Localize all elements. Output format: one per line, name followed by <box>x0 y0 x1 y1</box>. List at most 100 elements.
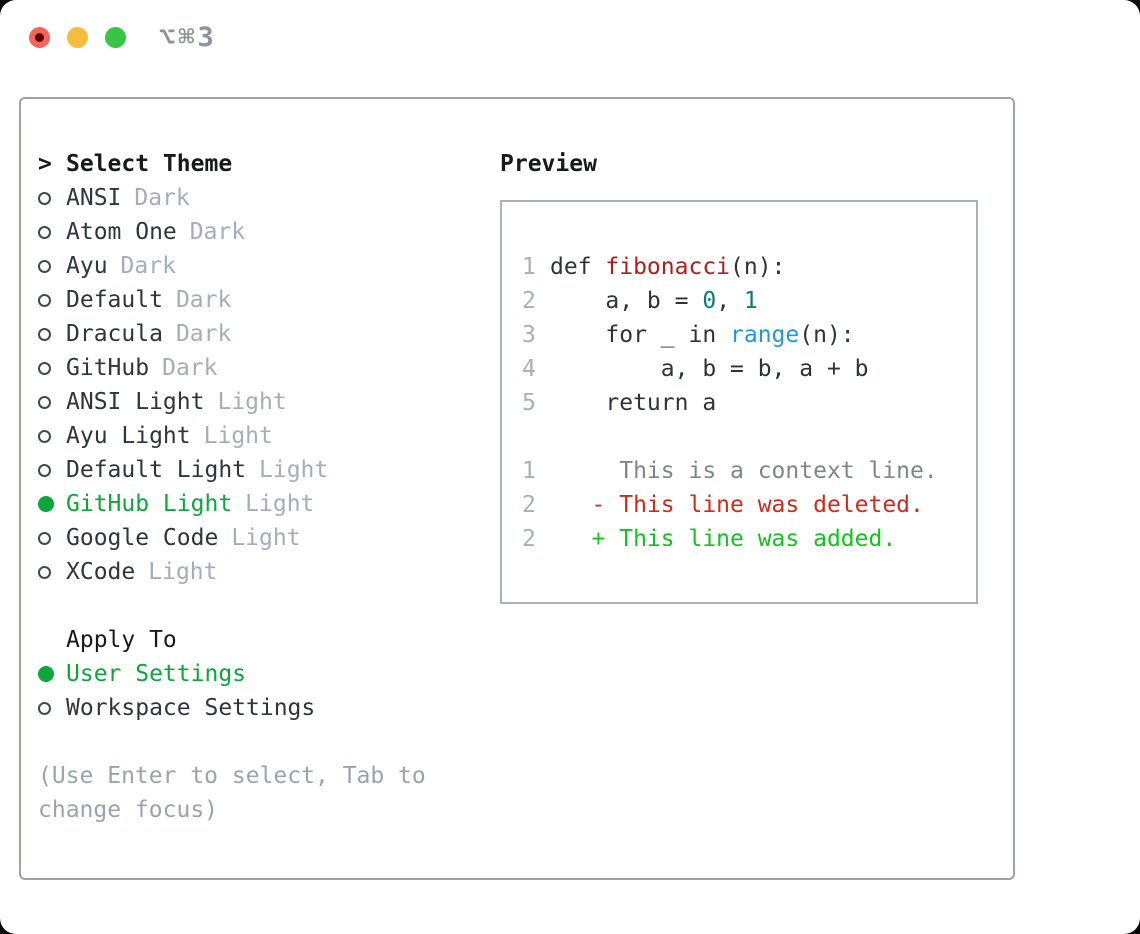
minimize-button[interactable] <box>67 26 88 48</box>
window-title: ⌥⌘3 <box>159 21 217 53</box>
traffic-lights <box>29 26 126 48</box>
radio-cell <box>38 225 66 239</box>
line-number: 4 <box>522 356 536 382</box>
line-number: 5 <box>522 390 536 416</box>
apply-to-header: Apply To <box>66 627 177 653</box>
theme-option[interactable]: Default Light Light <box>38 453 500 487</box>
line-number: 1 <box>522 458 536 484</box>
theme-option-label: GitHub <box>66 355 150 381</box>
code-line: 4 a, b = b, a + b <box>522 352 976 386</box>
radio-icon <box>38 361 51 375</box>
select-theme-header: > Select Theme <box>38 147 500 181</box>
theme-option-label: ANSI Light <box>66 389 205 415</box>
radio-cell <box>38 259 66 273</box>
radio-cell <box>38 531 66 545</box>
theme-variant-tag: Dark <box>175 287 232 313</box>
code-text: def fibonacci(n): <box>550 254 786 280</box>
radio-cell <box>38 191 66 205</box>
radio-cell <box>38 666 66 682</box>
theme-option[interactable]: Atom One Dark <box>38 215 500 249</box>
theme-option-label: ANSI <box>66 185 122 211</box>
theme-option[interactable]: ANSI Light Light <box>38 385 500 419</box>
diff-line-deleted: 2 - This line was deleted. <box>522 488 976 522</box>
radio-selected-icon <box>38 496 54 512</box>
diff-line-added: 2 + This line was added. <box>522 522 976 556</box>
theme-option-label: Default Light <box>66 457 247 483</box>
diff-preview: 1 This is a context line.2 - This line w… <box>522 454 976 556</box>
theme-variant-tag: Light <box>231 525 301 551</box>
radio-icon <box>38 701 51 715</box>
theme-variant-tag: Dark <box>189 219 246 245</box>
theme-option[interactable]: ANSI Dark <box>38 181 500 215</box>
focus-prompt-icon: > <box>38 151 52 177</box>
close-dot-icon <box>35 32 44 42</box>
theme-option[interactable]: Default Dark <box>38 283 500 317</box>
theme-option[interactable]: GitHub Dark <box>38 351 500 385</box>
theme-option-label: Ayu <box>66 253 108 279</box>
theme-variant-tag: Dark <box>175 321 232 347</box>
apply-to-option-label: User Settings <box>66 661 247 687</box>
theme-option-label: GitHub Light <box>66 491 233 517</box>
radio-icon <box>38 259 51 273</box>
theme-option-label: Atom One <box>66 219 177 245</box>
apply-to-option-label: Workspace Settings <box>66 695 316 721</box>
radio-icon <box>38 395 51 409</box>
radio-icon <box>38 327 51 341</box>
code-line: 3 for _ in range(n): <box>522 318 976 352</box>
titlebar: ⌥⌘3 <box>0 0 1140 74</box>
zoom-button[interactable] <box>105 26 126 48</box>
theme-variant-tag: Dark <box>134 185 190 211</box>
radio-selected-icon <box>38 666 54 682</box>
theme-variant-tag: Dark <box>120 253 176 279</box>
code-text: a, b = b, a + b <box>550 356 869 382</box>
code-text: for _ in range(n): <box>550 322 855 348</box>
apply-to-option[interactable]: User Settings <box>38 657 500 691</box>
radio-cell <box>38 361 66 375</box>
diff-text: - This line was deleted. <box>550 492 924 518</box>
radio-cell <box>38 463 66 477</box>
radio-cell <box>38 293 66 307</box>
radio-icon <box>38 191 51 205</box>
radio-icon <box>38 565 51 579</box>
radio-icon <box>38 463 51 477</box>
radio-icon <box>38 293 51 307</box>
radio-cell <box>38 327 66 341</box>
theme-variant-tag: Dark <box>162 355 218 381</box>
help-text: (Use Enter to select, Tab to change focu… <box>38 759 500 827</box>
select-theme-header-label: Select Theme <box>66 151 233 177</box>
radio-cell <box>38 565 66 579</box>
diff-text: + This line was added. <box>550 526 897 552</box>
spacer <box>38 589 500 623</box>
theme-variant-tag: Light <box>259 457 329 483</box>
radio-icon <box>38 531 51 545</box>
line-number: 2 <box>522 288 536 314</box>
diff-line-context: 1 This is a context line. <box>522 454 976 488</box>
code-line: 2 a, b = 0, 1 <box>522 284 976 318</box>
theme-variant-tag: Light <box>245 491 315 517</box>
theme-option[interactable]: GitHub Light Light <box>38 487 500 521</box>
close-button[interactable] <box>29 26 50 48</box>
apply-to-option[interactable]: Workspace Settings <box>38 691 500 725</box>
code-text: return a <box>550 390 717 416</box>
code-line: 5 return a <box>522 386 976 420</box>
theme-variant-tag: Light <box>217 389 287 415</box>
radio-cell <box>38 395 66 409</box>
radio-cell <box>38 429 66 443</box>
radio-cell <box>38 496 66 512</box>
radio-cell <box>38 701 66 715</box>
theme-option[interactable]: Ayu Dark <box>38 249 500 283</box>
theme-option-label: Default <box>66 287 163 313</box>
radio-icon <box>38 429 51 443</box>
